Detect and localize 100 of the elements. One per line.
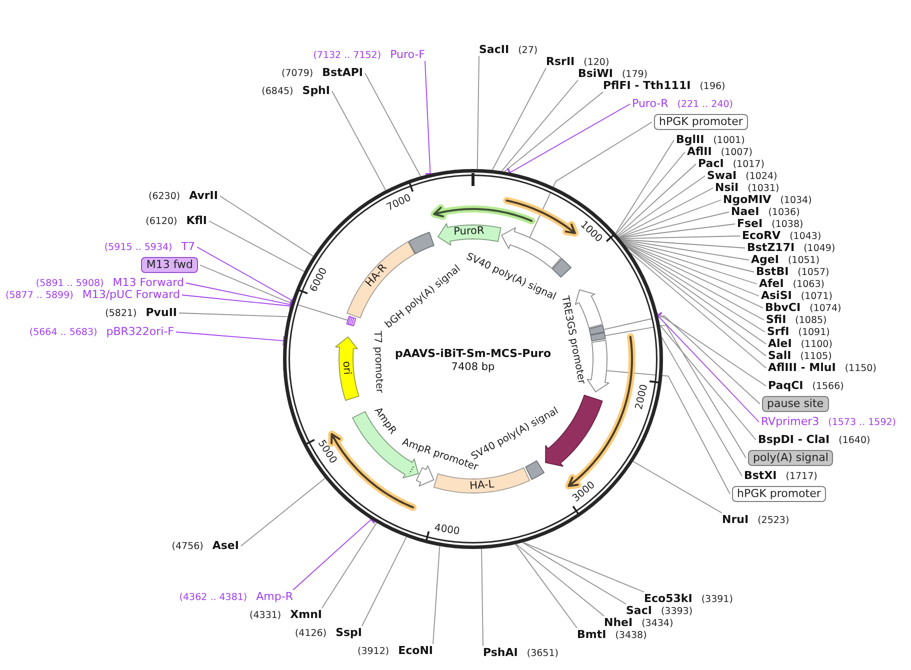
cut-position: (1071) xyxy=(800,291,832,303)
enzyme-name: AseI xyxy=(212,540,239,552)
primer-name: Puro-F xyxy=(390,49,425,61)
cut-position: (179) xyxy=(622,69,648,80)
cut-position: (1717) xyxy=(786,471,818,483)
enzyme-name: BspDI - ClaI xyxy=(758,434,830,446)
leader-line xyxy=(620,236,740,240)
enzyme-name: BbvCI xyxy=(765,302,801,314)
leader-line xyxy=(208,220,305,272)
leader-line xyxy=(630,252,766,368)
leader-line xyxy=(516,544,604,616)
cut-position: (1105) xyxy=(800,351,832,362)
cut-position: (5821) xyxy=(105,308,137,320)
cut-position: (1085) xyxy=(795,315,827,327)
enzyme-name: KflI xyxy=(186,215,207,227)
enzyme-name: PshAI xyxy=(483,647,518,659)
leader-line xyxy=(432,546,440,644)
plasmid-ring xyxy=(283,169,663,549)
primer-name: M13 Forward xyxy=(112,277,184,289)
leader-line xyxy=(522,542,644,592)
leader-line xyxy=(622,240,758,284)
leader-line xyxy=(200,264,348,321)
enzyme-name: BsiWI xyxy=(578,68,613,80)
leader-line xyxy=(178,312,288,318)
enzyme-name: NaeI xyxy=(731,206,760,218)
feature-callout: poly(A) signal xyxy=(748,450,834,466)
cut-position: (1038) xyxy=(772,219,804,231)
enzyme-name: SalI xyxy=(768,350,792,362)
primer-name: T7 xyxy=(181,241,195,253)
cut-position: (6230) xyxy=(148,191,180,203)
enzyme-name: SacII xyxy=(479,44,510,56)
cut-position: (1043) xyxy=(790,231,822,243)
cut-position: (3434) xyxy=(642,618,674,630)
cut-position: (4331) xyxy=(250,610,282,622)
primer-name: pBR322ori-F xyxy=(106,326,174,338)
cut-position: (1150) xyxy=(844,363,876,375)
plasmid-size: 7408 bp xyxy=(451,361,495,374)
plasmid-name: pAAVS-iBiT-Sm-MCS-Puro xyxy=(394,347,552,360)
leader-line xyxy=(176,332,286,347)
enzyme-name: PacI xyxy=(698,158,724,170)
primer-position: (221 .. 240) xyxy=(677,99,734,111)
cut-position: (4126) xyxy=(294,628,327,640)
feature-name: HA-L xyxy=(469,479,494,492)
cut-position: (27) xyxy=(518,45,538,57)
enzyme-name: SfiI xyxy=(766,314,786,326)
cut-position: (1034) xyxy=(780,195,812,207)
leader-line xyxy=(622,242,764,308)
leader-line xyxy=(604,324,746,458)
enzyme-name: SphI xyxy=(302,85,330,97)
leader-line xyxy=(603,315,760,404)
enzyme-name: AsiSI xyxy=(761,290,792,302)
enzyme-name: SrfI xyxy=(767,326,790,338)
leader-line xyxy=(618,200,722,238)
leader-line xyxy=(620,238,746,248)
primer-name: RVprimer3 xyxy=(761,416,820,428)
cut-position: (3651) xyxy=(526,648,558,660)
cut-position: (1566) xyxy=(812,381,844,393)
enzyme-name: AflII xyxy=(687,146,712,158)
enzyme-name: FseI xyxy=(737,218,763,230)
scale-label: 6000 xyxy=(308,266,330,294)
cut-position: (1640) xyxy=(838,435,870,447)
enzyme-name: SspI xyxy=(336,627,362,639)
feature-callout: hPGK promoter xyxy=(732,486,826,502)
leader-line xyxy=(618,176,706,237)
leader-line xyxy=(522,542,626,604)
primer-position: (4362 .. 4381) xyxy=(179,592,248,604)
leader-line xyxy=(322,522,378,608)
cut-position: (1049) xyxy=(804,243,836,255)
primer-name: Amp-R xyxy=(256,591,293,603)
enzyme-name: NruI xyxy=(722,514,749,526)
cut-position: (3912) xyxy=(358,646,390,658)
leader-line xyxy=(616,152,686,235)
leader-line xyxy=(504,92,604,172)
enzyme-name: Eco53kI xyxy=(644,593,692,605)
enzyme-name: BstXI xyxy=(744,470,777,482)
cut-position: (120) xyxy=(584,57,610,68)
cut-position: (1031) xyxy=(748,183,780,195)
cut-position: (3393) xyxy=(660,606,693,618)
leader-line xyxy=(620,240,754,272)
feature-label: T7 promoter xyxy=(371,331,385,394)
cut-position: (1057) xyxy=(798,267,830,279)
leader-line xyxy=(619,224,736,238)
primer-position: (1573 .. 1592) xyxy=(828,417,896,429)
leader-line xyxy=(515,544,578,628)
enzyme-name: XmnI xyxy=(290,609,322,621)
cut-position: (3391) xyxy=(701,594,733,606)
cut-position: (3438) xyxy=(615,630,647,642)
leader-line xyxy=(618,188,714,238)
leader-line xyxy=(501,80,578,172)
primer-position: (5877 .. 5899) xyxy=(5,290,74,302)
leader-line xyxy=(606,370,730,494)
enzyme-name: AflIII - MluI xyxy=(768,362,836,374)
cut-position: (1091) xyxy=(798,327,830,339)
enzyme-name: BmtI xyxy=(577,629,606,641)
leader-line xyxy=(332,90,386,191)
cut-position: (6120) xyxy=(146,216,178,228)
enzyme-name: AfeI xyxy=(759,278,784,290)
leader-line xyxy=(660,324,756,440)
enzyme-name: NgoMIV xyxy=(723,194,772,206)
leader-line xyxy=(492,68,546,170)
